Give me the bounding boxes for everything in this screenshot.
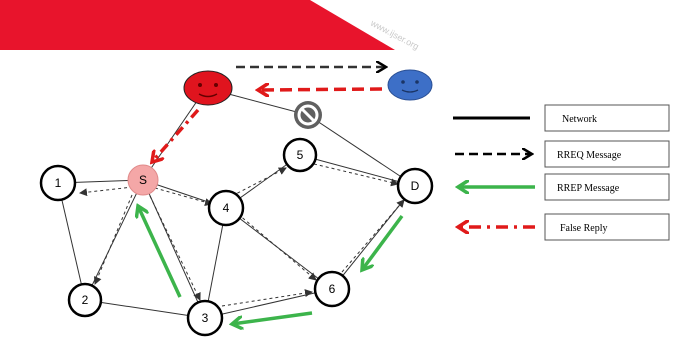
node-2: 2	[67, 282, 103, 318]
blocked-node-icon	[294, 101, 322, 129]
legend-rrep-label: RREP Message	[557, 183, 620, 194]
svg-text:4: 4	[223, 201, 230, 215]
svg-text:1: 1	[55, 176, 62, 190]
svg-text:5: 5	[297, 148, 304, 162]
svg-text:D: D	[411, 179, 420, 193]
node-1: 1	[39, 164, 77, 202]
legend-false-reply-label: False Reply	[560, 223, 608, 234]
rrep-paths	[138, 206, 404, 324]
false-reply-arrow-down	[152, 108, 200, 162]
legend-false-reply: False Reply	[458, 213, 670, 241]
malicious-node-icon	[183, 70, 233, 106]
svg-text:3: 3	[202, 311, 209, 325]
svg-text:6: 6	[329, 282, 336, 296]
svg-text:2: 2	[82, 293, 89, 307]
node-3: 3	[186, 299, 224, 337]
node-4: 4	[207, 189, 245, 227]
node-d: D	[396, 167, 434, 205]
legend-network-label: Network	[562, 114, 597, 125]
node-5: 5	[282, 137, 318, 173]
legend: Network RREQ Message RREP Message False …	[453, 104, 670, 241]
legend-rreq: RREQ Message	[455, 140, 670, 168]
false-reply-arrow-top	[258, 89, 383, 90]
svg-text:S: S	[139, 173, 147, 187]
node-s: S	[127, 164, 159, 196]
node-6: 6	[313, 270, 351, 308]
cooperating-node-icon	[387, 69, 433, 101]
legend-rreq-label: RREQ Message	[557, 150, 622, 161]
legend-rrep: RREP Message	[458, 173, 670, 201]
header-banner	[0, 0, 395, 50]
rreq-paths	[79, 163, 405, 307]
legend-network: Network	[453, 104, 670, 132]
